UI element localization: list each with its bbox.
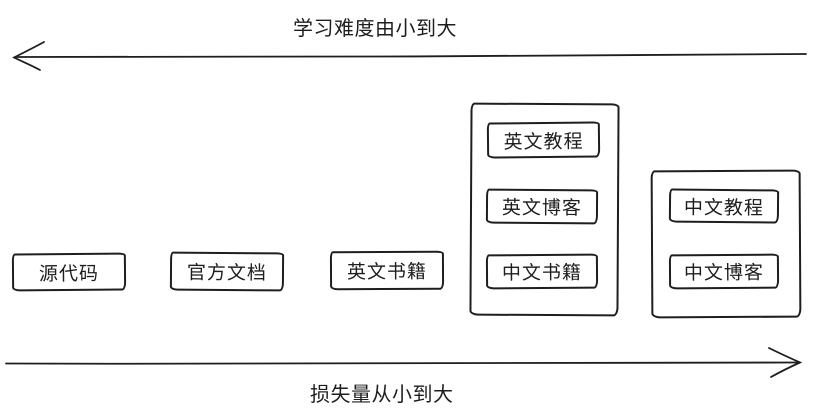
top-axis-label: 学习难度由小到大 — [293, 18, 457, 40]
node-english-books: 英文书籍 — [329, 250, 445, 291]
node-chinese-tutorials: 中文教程 — [668, 188, 780, 224]
node-english-tutorials: 英文教程 — [486, 121, 601, 159]
bottom-arrow-right — [5, 347, 803, 378]
top-arrow-left — [11, 41, 807, 71]
node-official-docs: 官方文档 — [169, 251, 285, 292]
right-arrowhead-icon — [768, 347, 803, 378]
node-source-code: 源代码 — [11, 252, 127, 292]
node-english-blogs: 英文博客 — [485, 188, 599, 225]
node-chinese-blogs: 中文博客 — [668, 253, 780, 290]
bottom-axis-label: 损失量从小到大 — [310, 384, 454, 406]
left-arrowhead-icon — [11, 41, 45, 71]
node-chinese-books: 中文书籍 — [485, 253, 599, 290]
